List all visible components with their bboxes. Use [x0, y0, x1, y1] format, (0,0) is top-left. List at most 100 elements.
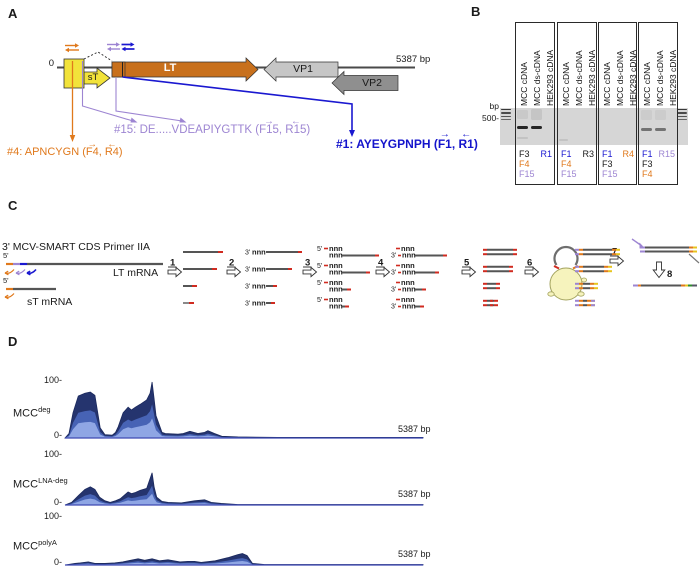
nnn-adapter: nnn [329, 268, 343, 277]
track3-name-sup: polyA [38, 538, 57, 547]
track1-ymin-tick: 0- [53, 430, 62, 440]
nnn-adapter: nnn [401, 261, 415, 270]
pcr-band-mcc-cdna-f1r15 [641, 128, 652, 131]
epitope15-prefix: #15: DE.....VDEAPIYGTTK ( [114, 124, 260, 136]
lt-exon1-box [111, 61, 126, 78]
epitope15-connector-1-arrowhead [130, 117, 138, 123]
step-arrow-7 [609, 255, 625, 267]
lane-label: MCC cDNA [602, 62, 612, 106]
step-number-5: 5 [464, 258, 470, 269]
step-number-3: 3 [305, 258, 310, 269]
step-number-8: 8 [667, 269, 672, 280]
primer-row: F4 [642, 169, 675, 179]
ladder-band [677, 115, 687, 117]
epitope15-connector-2 [115, 78, 183, 122]
primer-row: F4 [519, 159, 552, 169]
primer-right: R3 [582, 149, 594, 159]
nnn-adapter: nnn [402, 251, 416, 260]
coverage-track-3 [64, 553, 424, 566]
panel-b-letter: B [471, 4, 481, 19]
coverage-track-1 [64, 381, 424, 439]
lane-label: MCC ds-cDNA [532, 50, 542, 106]
epitope4-label: #4: APNCYGN (F4, R4) [7, 146, 123, 158]
lane-label: HEK293 cDNA [545, 49, 555, 106]
track1-name: MCCdeg [13, 405, 51, 420]
smart-cds-primer-title: 3' MCV-SMART CDS Primer IIA [2, 241, 151, 253]
nnn-adapter: nnn [401, 295, 415, 304]
vp1-gene-arrow [263, 57, 339, 82]
nnn-tail: nnn [252, 265, 266, 274]
nnn-adapter: nnn [329, 261, 343, 270]
epitope1-connector-arrowhead [349, 130, 355, 137]
primer-extra: F4 [642, 169, 653, 179]
primer-f1-arrowhead [130, 42, 135, 47]
primer-row: F15 [602, 169, 634, 179]
vp2-gene-arrow [331, 70, 399, 96]
nnn-tail: nnn [252, 282, 266, 291]
epitope1-prefix: #1: AYEYGPNPH ( [336, 137, 438, 151]
coverage-area-layer-2 [65, 404, 423, 438]
step-arrow-3 [302, 266, 318, 278]
nnn-adapter: nnn [329, 285, 343, 294]
primer-right: R1 [540, 149, 552, 159]
hook-head [4, 272, 9, 276]
lane-label: MCC cDNA [642, 62, 652, 106]
gel-smear [641, 110, 652, 120]
coverage-area-layer-1 [64, 381, 424, 439]
primer-row: F4 [561, 159, 594, 169]
primer-f15-arrowhead [116, 42, 120, 47]
lt-5prime-label: 5' [3, 251, 9, 260]
step-arrow-6 [524, 266, 540, 278]
step-arrow-5 [461, 266, 477, 278]
lane-label: HEK293 cDNA [587, 49, 597, 106]
dna-loop [553, 245, 579, 266]
track1-ymax-tick: 100- [43, 375, 62, 385]
hook-head [4, 296, 9, 300]
st-gene-arrow [83, 67, 111, 89]
ball-foot [581, 277, 588, 283]
nnn-adapter: nnn [402, 285, 416, 294]
nnn-adapter: nnn [402, 302, 416, 311]
hook-head [26, 272, 31, 276]
epitope4-connector-arrowhead [69, 135, 76, 142]
epitope1-sep: , [451, 137, 459, 151]
primer-r4-arrowhead [65, 47, 69, 53]
hook-head [15, 272, 20, 276]
primer-f1-name: F1 [438, 137, 452, 151]
primer-pair-row: F1 R15 [642, 149, 675, 159]
five-prime: 5' [317, 297, 322, 304]
loop-red-tick [553, 265, 560, 270]
st-mrna-label: sT mRNA [27, 296, 73, 308]
step-number-1: 1 [170, 258, 176, 269]
gel-faint-band [517, 136, 528, 139]
three-prime: 3' [391, 253, 396, 260]
primer-right: R15 [658, 149, 675, 159]
track2-name: MCCLNA-deg [13, 476, 68, 491]
track3-name-base: MCC [13, 540, 39, 553]
nnn-tail: nnn [252, 248, 266, 257]
panel-d-letter: D [8, 334, 18, 349]
vp2-gene-label: VP2 [362, 76, 382, 89]
pcr-band-mcc-cdna [517, 126, 528, 130]
primer-row: F15 [561, 169, 594, 179]
lt-gene-arrow [111, 57, 259, 82]
ball-foot [547, 291, 555, 297]
five-prime: 5' [317, 263, 322, 270]
genome-origin-label: 0 [48, 58, 54, 69]
primer-left: F1 [642, 149, 653, 159]
gel-smear [654, 110, 666, 120]
track3-end-label: 5387 bp [398, 549, 431, 559]
three-prime: 3' [391, 287, 396, 294]
pcr-band-mcc-ds-cdna-f1r15 [654, 128, 666, 131]
coverage-area-layer-3 [65, 493, 423, 505]
st-exon-box [63, 58, 85, 89]
lane-label: MCC ds-cDNA [655, 50, 665, 106]
primer-r4-name: R4 [105, 146, 119, 158]
track3-name: MCCpolyA [13, 538, 57, 553]
primer-left: F3 [519, 149, 530, 159]
track1-end-label: 5387 bp [398, 424, 431, 434]
splice-dotted-line [83, 51, 113, 62]
